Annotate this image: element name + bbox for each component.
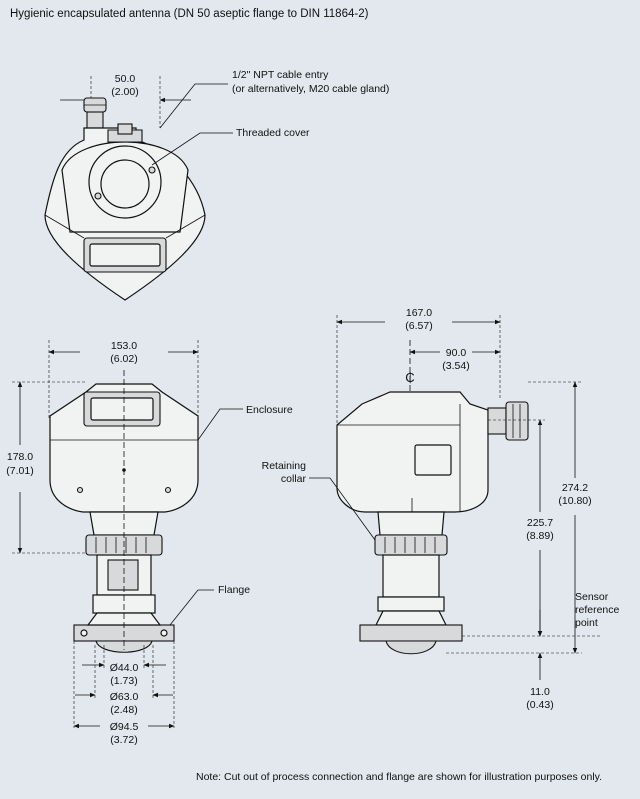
side-dim-ref: 225.7 bbox=[527, 517, 553, 529]
front-dim-width-in: (6.02) bbox=[110, 353, 137, 365]
front-dim-d63: Ø63.0 bbox=[110, 691, 139, 703]
side-dim-width: 167.0 bbox=[406, 307, 432, 319]
side-dim-tip-in: (0.43) bbox=[526, 699, 553, 711]
side-dim-total: 274.2 bbox=[562, 482, 588, 494]
callout-retaining: Retaining bbox=[262, 460, 307, 472]
sensor-label-1: Sensor bbox=[575, 591, 609, 603]
front-dim-d94: Ø94.5 bbox=[110, 721, 139, 733]
front-dim-width: 153.0 bbox=[111, 340, 137, 352]
top-view: 50.0 (2.00) 1/2" NPT cable entry (or alt… bbox=[44, 69, 389, 301]
cable-gland-side bbox=[505, 401, 529, 441]
side-view: 167.0 (6.57) 90.0 (3.54) ₵ bbox=[262, 307, 620, 711]
side-dim-half-in: (3.54) bbox=[442, 360, 469, 372]
enclosure-side bbox=[336, 391, 489, 513]
collar-side bbox=[374, 534, 448, 556]
flange-side bbox=[359, 624, 463, 642]
front-view: 153.0 (6.02) 178.0 (7.01) bbox=[6, 340, 293, 746]
callout-collar: collar bbox=[281, 473, 307, 485]
side-dim-width-in: (6.57) bbox=[405, 320, 432, 332]
callout-cable-entry: 1/2" NPT cable entry bbox=[232, 69, 329, 81]
front-dim-height: 178.0 bbox=[7, 451, 33, 463]
front-dim-d63-in: (2.48) bbox=[110, 704, 137, 716]
sensor-label-2: reference bbox=[575, 604, 620, 616]
drawing-title: Hygienic encapsulated antenna (DN 50 ase… bbox=[10, 8, 369, 20]
callout-enclosure: Enclosure bbox=[246, 404, 293, 416]
callout-cable-alt: (or alternatively, M20 cable gland) bbox=[232, 83, 389, 95]
front-dim-d44: Ø44.0 bbox=[110, 662, 139, 674]
side-dim-ref-in: (8.89) bbox=[526, 530, 553, 542]
front-dim-d44-in: (1.73) bbox=[110, 675, 137, 687]
top-dim-width: 50.0 bbox=[115, 73, 136, 85]
footnote: Note: Cut out of process connection and … bbox=[196, 771, 603, 783]
front-dim-d94-in: (3.72) bbox=[110, 734, 137, 746]
side-dim-total-in: (10.80) bbox=[558, 495, 591, 507]
side-dim-tip: 11.0 bbox=[530, 686, 550, 698]
sensor-label-3: point bbox=[575, 617, 598, 629]
side-dim-half: 90.0 bbox=[446, 347, 467, 359]
callout-flange: Flange bbox=[218, 584, 250, 596]
top-dim-width-in: (2.00) bbox=[111, 86, 138, 98]
callout-threaded-cover: Threaded cover bbox=[236, 127, 310, 139]
front-dim-height-in: (7.01) bbox=[6, 465, 33, 477]
